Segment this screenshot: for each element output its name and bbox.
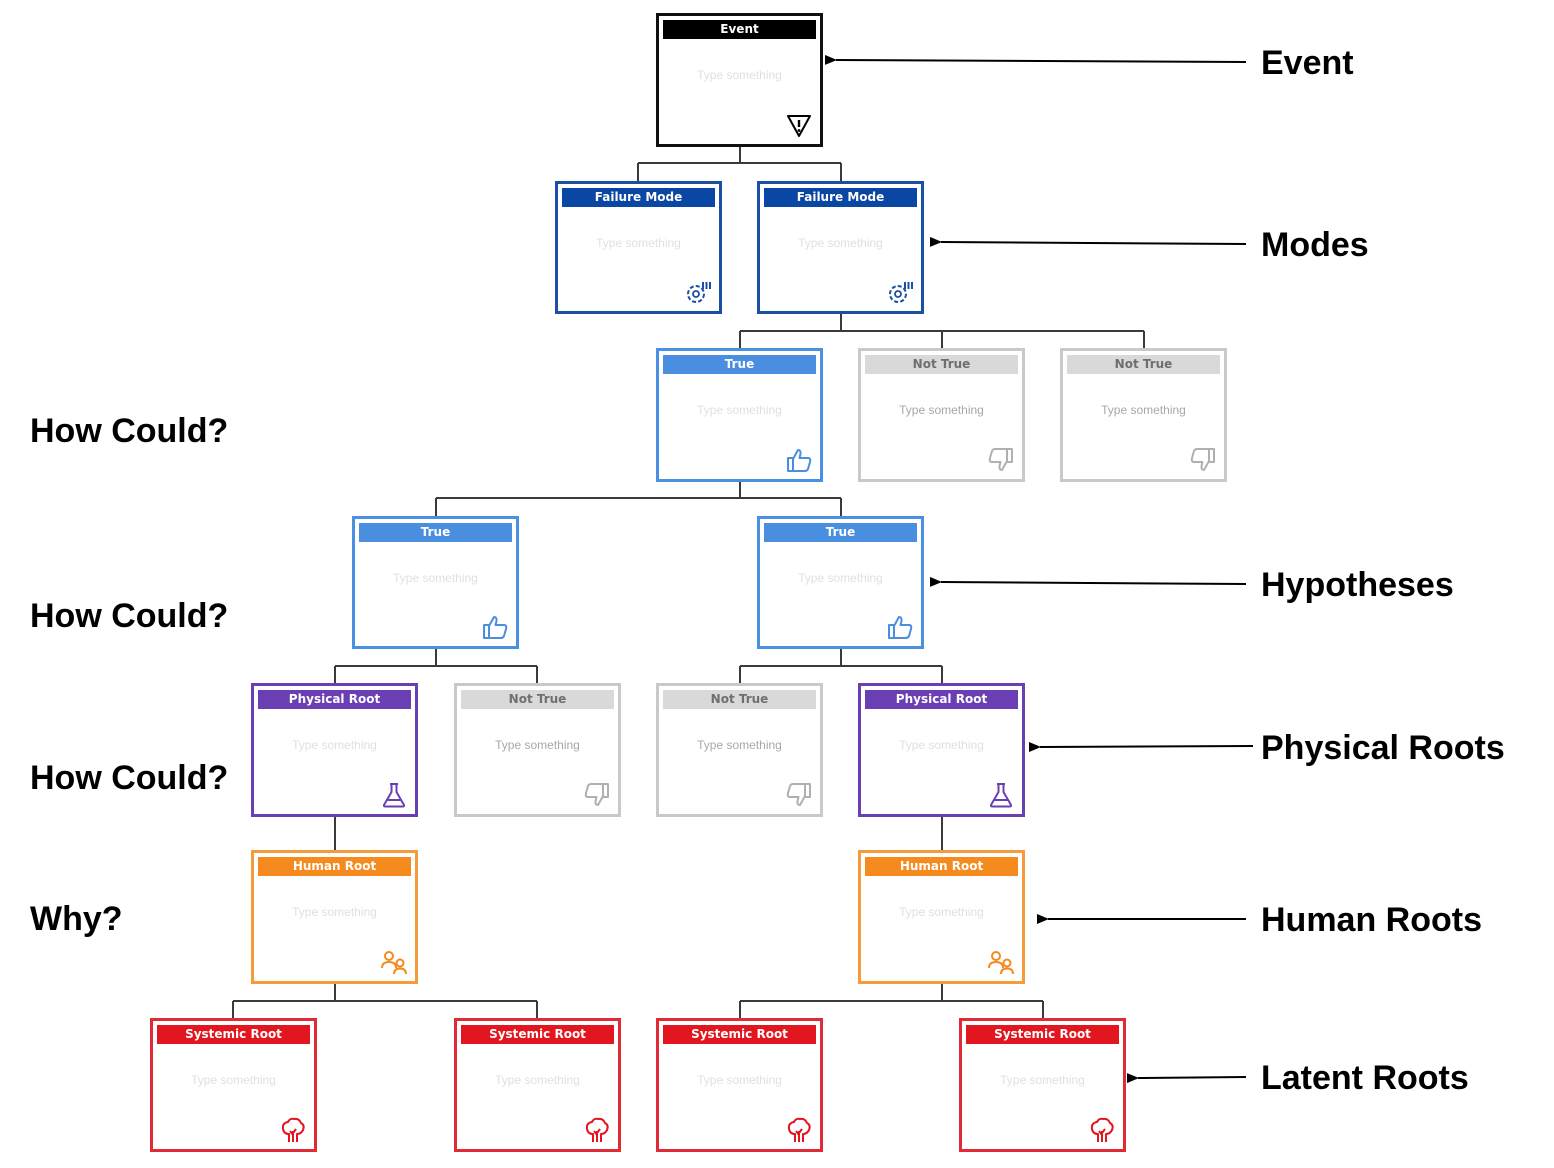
connector-event-modes [637, 147, 842, 181]
arrow-event [824, 54, 1247, 65]
node-placeholder[interactable]: Type something [191, 1073, 276, 1087]
node-placeholder[interactable]: Type something [1000, 1073, 1085, 1087]
node-placeholder[interactable]: Type something [596, 236, 681, 250]
how-could-label: How Could? [30, 597, 229, 635]
how-could-label: How Could? [30, 412, 229, 450]
thumbs-up-icon [886, 613, 914, 641]
node-header: Systemic Root [157, 1025, 310, 1044]
node-placeholder[interactable]: Type something [798, 236, 883, 250]
human-root-node[interactable]: Human Root Type something [858, 850, 1025, 984]
why-label: Why? [30, 900, 123, 938]
physical-root-node[interactable]: Physical Root Type something [251, 683, 418, 817]
thumbs-up-icon [785, 446, 813, 474]
human-root-node[interactable]: Human Root Type something [251, 850, 418, 984]
connector-right-physical [739, 649, 943, 683]
not-true-node[interactable]: Not True Type something [1060, 348, 1227, 482]
not-true-node[interactable]: Not True Type something [454, 683, 621, 817]
node-header: Not True [461, 690, 614, 709]
node-header: Systemic Root [663, 1025, 816, 1044]
flask-icon [987, 781, 1015, 809]
physical-root-node[interactable]: Physical Root Type something [858, 683, 1025, 817]
connector-left-physical [334, 649, 537, 683]
node-header: True [359, 523, 512, 542]
thumbs-down-icon [1189, 446, 1217, 474]
systemic-root-node[interactable]: Systemic Root Type something [150, 1018, 317, 1152]
systemic-root-node[interactable]: Systemic Root Type something [656, 1018, 823, 1152]
node-header: Physical Root [258, 690, 411, 709]
node-placeholder[interactable]: Type something [697, 403, 782, 417]
tree-icon [1088, 1116, 1116, 1144]
node-header: Not True [865, 355, 1018, 374]
flask-icon [380, 781, 408, 809]
node-placeholder[interactable]: Type something [292, 738, 377, 752]
node-placeholder[interactable]: Type something [1101, 403, 1186, 417]
node-placeholder[interactable]: Type something [697, 738, 782, 752]
node-placeholder[interactable]: Type something [495, 738, 580, 752]
connector-mode-hypotheses [739, 314, 1145, 348]
connector-true-hypotheses [435, 482, 842, 516]
arrow-modes [929, 236, 1247, 247]
arrow-physical-roots [1028, 742, 1254, 753]
level-label-physical-roots: Physical Roots [1261, 729, 1505, 767]
true-node[interactable]: True Type something [757, 516, 924, 649]
connector-human-systemic-left [232, 984, 538, 1018]
node-header: True [663, 355, 816, 374]
node-placeholder[interactable]: Type something [798, 571, 883, 585]
node-placeholder[interactable]: Type something [899, 905, 984, 919]
true-node[interactable]: True Type something [352, 516, 519, 649]
gear-settings-icon [684, 278, 712, 306]
arrow-hypotheses [929, 576, 1247, 587]
node-placeholder[interactable]: Type something [899, 738, 984, 752]
node-placeholder[interactable]: Type something [292, 905, 377, 919]
level-label-modes: Modes [1261, 226, 1369, 264]
thumbs-up-icon [481, 613, 509, 641]
node-header: Failure Mode [562, 188, 715, 207]
node-header: Not True [1067, 355, 1220, 374]
node-header: Physical Root [865, 690, 1018, 709]
thumbs-down-icon [987, 446, 1015, 474]
thumbs-down-icon [583, 781, 611, 809]
thumbs-down-icon [785, 781, 813, 809]
node-placeholder[interactable]: Type something [697, 1073, 782, 1087]
node-header: Human Root [865, 857, 1018, 876]
level-label-event: Event [1261, 44, 1354, 82]
node-header: Systemic Root [966, 1025, 1119, 1044]
systemic-root-node[interactable]: Systemic Root Type something [454, 1018, 621, 1152]
node-placeholder[interactable]: Type something [697, 68, 782, 82]
gear-settings-icon [886, 278, 914, 306]
tree-icon [785, 1116, 813, 1144]
level-label-human-roots: Human Roots [1261, 901, 1482, 939]
people-icon [380, 948, 408, 976]
level-label-hypotheses: Hypotheses [1261, 566, 1454, 604]
tree-icon [279, 1116, 307, 1144]
node-placeholder[interactable]: Type something [495, 1073, 580, 1087]
connector-human-systemic-right [739, 984, 1044, 1018]
failure-mode-node[interactable]: Failure Mode Type something [757, 181, 924, 314]
node-header: Event [663, 20, 816, 39]
node-placeholder[interactable]: Type something [393, 571, 478, 585]
how-could-label: How Could? [30, 759, 229, 797]
level-label-latent-roots: Latent Roots [1261, 1059, 1469, 1097]
node-header: True [764, 523, 917, 542]
true-node[interactable]: True Type something [656, 348, 823, 482]
node-header: Not True [663, 690, 816, 709]
not-true-node[interactable]: Not True Type something [656, 683, 823, 817]
warning-icon [785, 111, 813, 139]
not-true-node[interactable]: Not True Type something [858, 348, 1025, 482]
node-header: Systemic Root [461, 1025, 614, 1044]
failure-mode-node[interactable]: Failure Mode Type something [555, 181, 722, 314]
node-header: Failure Mode [764, 188, 917, 207]
arrow-latent-roots [1126, 1073, 1247, 1084]
tree-icon [583, 1116, 611, 1144]
node-placeholder[interactable]: Type something [899, 403, 984, 417]
node-header: Human Root [258, 857, 411, 876]
people-icon [987, 948, 1015, 976]
systemic-root-node[interactable]: Systemic Root Type something [959, 1018, 1126, 1152]
event-node[interactable]: Event Type something [656, 13, 823, 147]
